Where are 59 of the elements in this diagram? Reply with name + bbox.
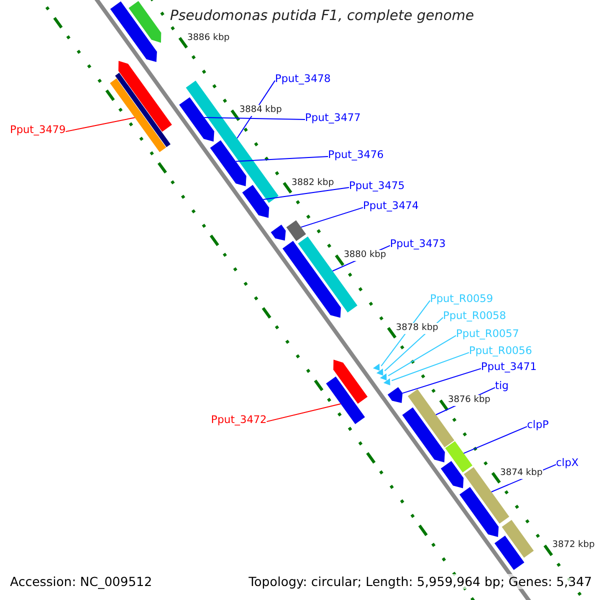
scale-label: 3872 kbp <box>552 540 595 552</box>
gene-label: Pput_3478 <box>275 73 331 86</box>
gene-label: Pput_3471 <box>481 361 537 374</box>
scale-label: 3878 kbp <box>396 322 438 334</box>
gene-label: clpX <box>556 457 579 470</box>
leader-line <box>204 117 306 120</box>
gene-block <box>494 536 524 570</box>
scale-label: 3884 kbp <box>239 105 282 116</box>
gene-block <box>286 220 306 242</box>
scale-label: 3882 kbp <box>292 178 334 189</box>
topology-note: Topology: circular; Length: 5,959,964 bp; Genes: 5,347 <box>248 574 592 589</box>
gene-block <box>402 407 445 462</box>
gene-block <box>282 240 341 318</box>
accession-note: Accession: NC_009512 <box>10 574 152 589</box>
gene-block <box>459 486 499 538</box>
gene-label: Pput_3475 <box>349 180 405 193</box>
gene-block <box>326 376 365 424</box>
leader-line <box>300 207 364 228</box>
scale-label: 3874 kbp <box>500 468 543 479</box>
leader-line <box>262 187 350 200</box>
map-title: Pseudomonas putida F1, complete genome <box>170 8 474 25</box>
gene-block <box>115 72 171 148</box>
leader-line <box>391 352 470 382</box>
gene-label: Pput_3474 <box>363 200 419 213</box>
gene-label: Pput_3473 <box>390 238 446 251</box>
gene-label: Pput_R0059 <box>430 293 494 306</box>
gene-label: Pput_R0056 <box>469 345 532 358</box>
gene-block <box>388 387 403 404</box>
gene-label: Pput_3477 <box>305 112 361 125</box>
gene-block <box>445 441 472 472</box>
gene-block <box>270 224 286 241</box>
chevron-marker <box>380 373 387 381</box>
chevron-marker <box>376 368 384 376</box>
gene-block <box>179 97 214 142</box>
leader-line <box>402 368 482 394</box>
leader-line <box>463 426 528 454</box>
leader-line <box>235 156 328 162</box>
gene-label: Pput_R0058 <box>443 310 506 323</box>
scale-label: 3880 kbp <box>344 250 386 262</box>
gene-label: Pput_3479 <box>10 124 66 137</box>
leader-line <box>388 335 456 376</box>
chevron-marker <box>372 364 380 371</box>
scale-label: 3876 kbp <box>448 395 490 406</box>
gene-label: Pput_R0057 <box>456 328 520 341</box>
gene-label: Pput_3476 <box>328 149 384 162</box>
scale-label: 3886 kbp <box>187 32 230 44</box>
gene-block <box>110 1 157 62</box>
gene-label: tig <box>495 380 509 393</box>
gene-block <box>110 78 166 152</box>
chevron-marker <box>383 378 390 386</box>
gene-block <box>118 60 172 132</box>
gene-block <box>333 360 368 404</box>
gene-block <box>502 520 534 558</box>
gene-block <box>440 460 464 488</box>
gene-label: clpP <box>527 419 549 432</box>
gene-block <box>128 1 162 43</box>
gene-block <box>210 140 246 186</box>
gene-label: Pput_3472 <box>211 414 267 427</box>
gene-block <box>242 184 270 218</box>
